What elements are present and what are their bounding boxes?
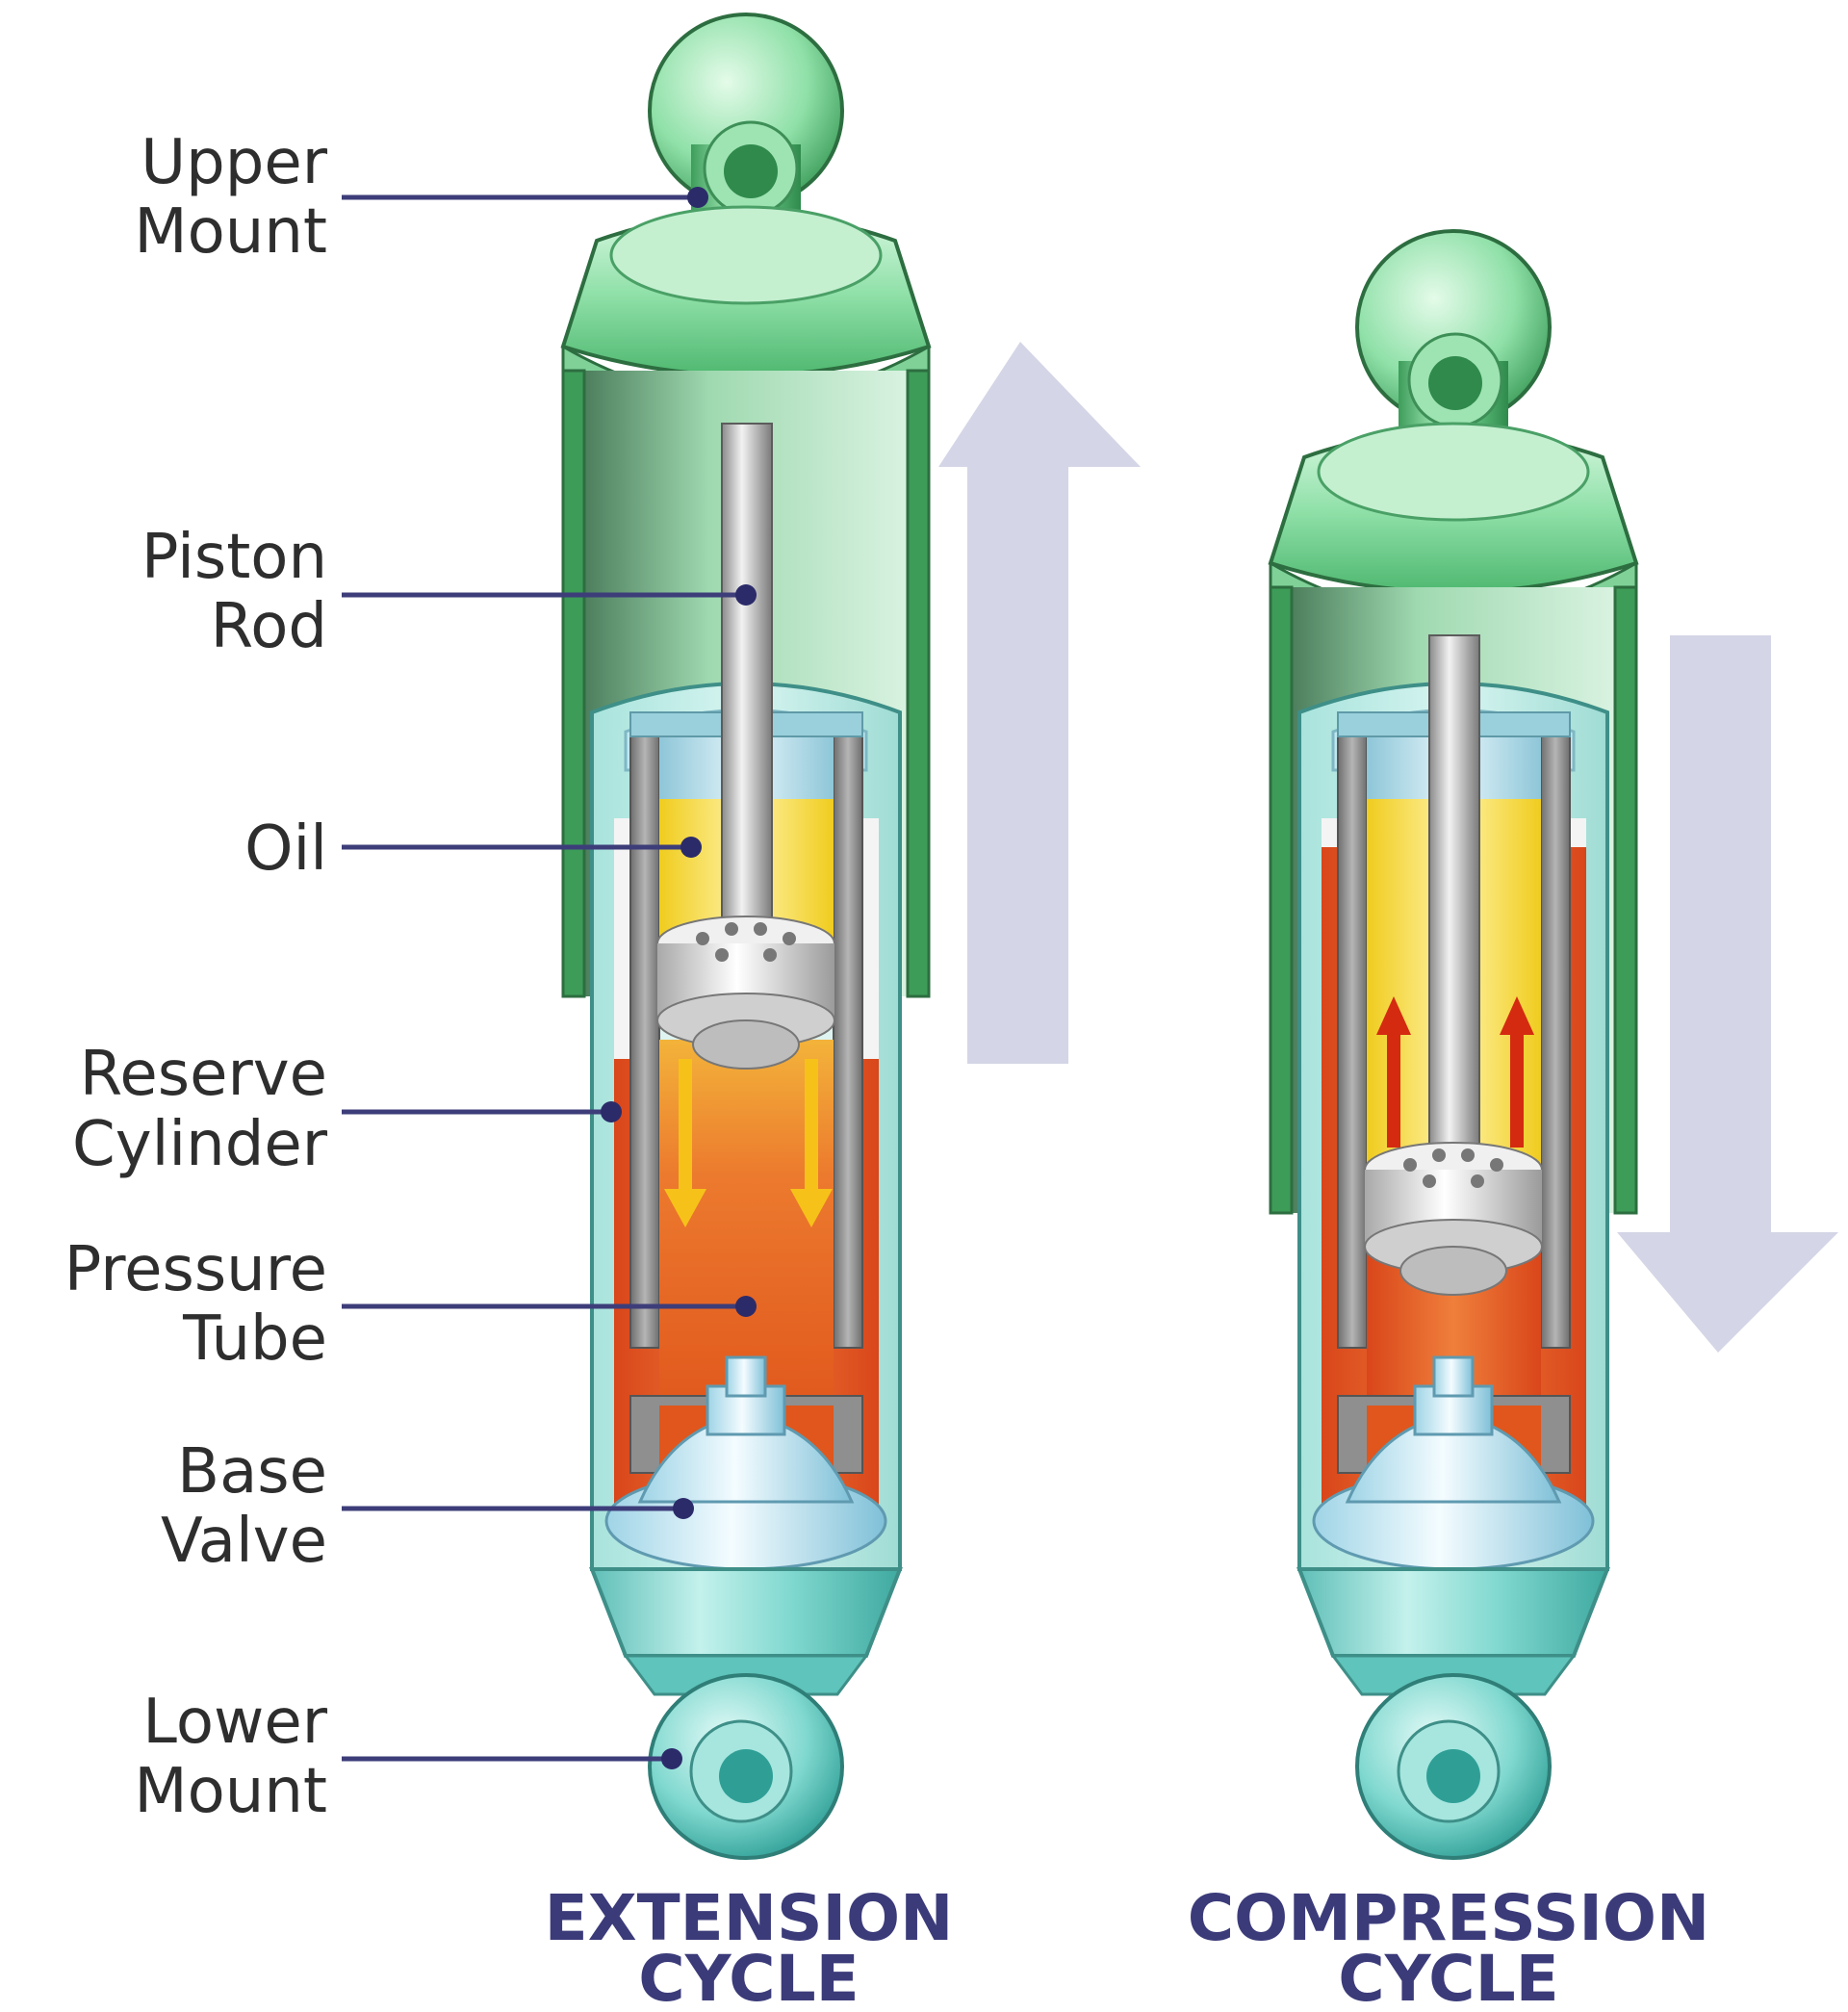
label-upper-mount-2: Mount — [134, 196, 327, 268]
label-pressure-tube-2: Tube — [182, 1303, 327, 1375]
label-reserve-cylinder-1: Reserve — [80, 1039, 327, 1110]
label-base-valve-2: Valve — [161, 1506, 327, 1577]
label-reserve-cylinder-2: Cylinder — [72, 1109, 328, 1180]
label-base-valve-1: Base — [177, 1436, 327, 1508]
compression-shock — [1268, 229, 1639, 1860]
label-piston-rod-2: Rod — [211, 591, 327, 662]
label-pressure-tube-1: Pressure — [64, 1234, 327, 1305]
flow-up-arrows — [1376, 996, 1534, 1148]
label-upper-mount-1: Upper — [141, 127, 327, 198]
base-valve-right — [1312, 1355, 1595, 1571]
lower-mount — [648, 1673, 844, 1860]
label-lower-mount-1: Lower — [142, 1687, 327, 1758]
piston-right — [1364, 1142, 1543, 1296]
leader-lines — [342, 187, 757, 1769]
upper-mount — [648, 13, 844, 221]
arrow-up-icon — [938, 342, 1141, 1064]
caption-extension-1: EXTENSION — [545, 1881, 954, 1955]
component-labels: Upper Mount Piston Rod Oil Reserve Cylin… — [64, 127, 328, 1827]
extension-shock — [560, 13, 932, 1860]
upper-mount-right — [1355, 229, 1552, 438]
flow-down-arrows — [664, 1059, 833, 1227]
arrow-down-icon — [1617, 635, 1838, 1353]
label-lower-mount-2: Mount — [134, 1756, 327, 1827]
caption-compression-2: CYCLE — [1338, 1942, 1558, 2012]
cycle-captions: EXTENSION CYCLE COMPRESSION CYCLE — [545, 1881, 1710, 2012]
label-oil: Oil — [244, 813, 327, 885]
base-valve — [604, 1355, 887, 1571]
piston — [656, 916, 835, 1070]
caption-extension-2: CYCLE — [638, 1942, 859, 2012]
label-piston-rod-1: Piston — [141, 522, 327, 593]
caption-compression-1: COMPRESSION — [1188, 1881, 1710, 1955]
lower-mount-right — [1355, 1673, 1552, 1860]
